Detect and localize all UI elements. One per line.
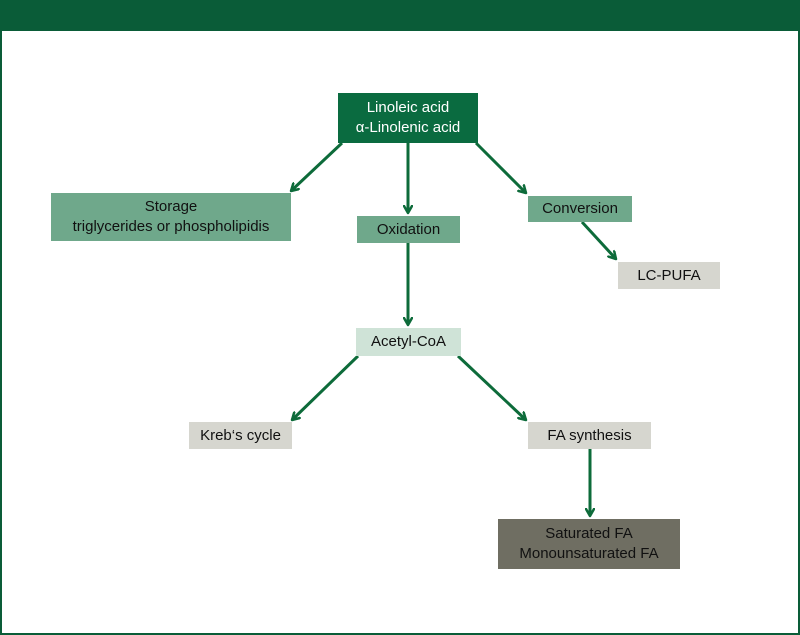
node-lc-pufa-label: LC-PUFA <box>637 266 701 284</box>
node-krebs-cycle: Kreb‘s cycle <box>189 422 292 449</box>
node-acetyl-coa: Acetyl-CoA <box>356 328 461 356</box>
node-storage: Storage triglycerides or phospholipidis <box>51 193 291 241</box>
node-saturated-fa-line2: Monounsaturated FA <box>519 545 659 562</box>
arrow-source-storage <box>291 141 344 191</box>
node-oxidation-label: Oxidation <box>376 220 441 238</box>
arrow-acetyl-krebs <box>292 354 360 420</box>
node-acetyl-coa-label: Acetyl-CoA <box>370 333 447 350</box>
arrow-source-conversion <box>474 141 526 193</box>
node-linoleic-acid-line2: α-Linolenic acid <box>355 119 461 136</box>
node-storage-line1: Storage <box>144 198 198 215</box>
header-bar <box>0 0 800 31</box>
node-fa-synthesis-label: FA synthesis <box>547 426 632 444</box>
node-lc-pufa: LC-PUFA <box>618 262 720 289</box>
node-linoleic-acid-line1: Linoleic acid <box>366 99 450 116</box>
node-krebs-cycle-label: Kreb‘s cycle <box>200 426 281 444</box>
node-storage-line2: triglycerides or phospholipidis <box>72 218 270 235</box>
node-linoleic-acid: Linoleic acid α-Linolenic acid <box>338 93 478 143</box>
arrow-conversion-lcpufa <box>580 220 616 259</box>
node-saturated-fa-line1: Saturated FA <box>545 525 633 542</box>
node-oxidation: Oxidation <box>357 216 460 243</box>
node-conversion-label: Conversion <box>542 200 618 217</box>
arrow-acetyl-fasynthesis <box>456 354 526 420</box>
node-fa-synthesis: FA synthesis <box>528 422 651 449</box>
node-conversion: Conversion <box>528 196 632 222</box>
node-saturated-fa: Saturated FA Monounsaturated FA <box>498 519 680 569</box>
